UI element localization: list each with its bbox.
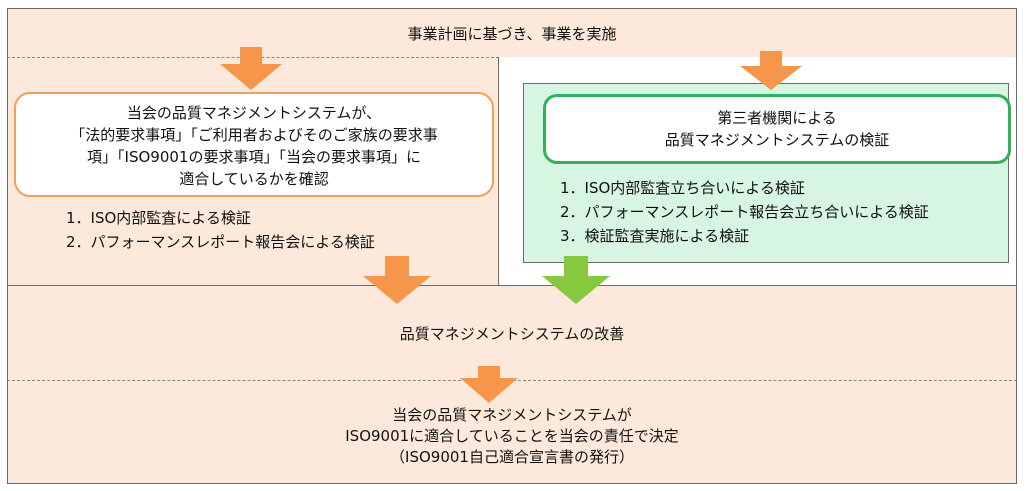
- arrow-down-icon: [740, 51, 802, 90]
- decision-line: ISO9001に適合していることを当会の責任で決定: [345, 427, 679, 445]
- top-step-panel: 事業計画に基づき、事業を実施: [7, 8, 1017, 58]
- third-party-list: 1．ISO内部監査立ち合いによる検証 2．パフォーマンスレポート報告会立ち合いに…: [560, 176, 1008, 248]
- improve-step-text: 品質マネジメントシステムの改善: [399, 324, 625, 343]
- decision-line: 当会の品質マネジメントシステムが: [392, 406, 632, 424]
- internal-check-list: 1．ISO内部監査による検証 2．パフォーマンスレポート報告会による検証: [66, 206, 486, 254]
- internal-box-line: 項」「ISO9001の要求事項」「当会の要求事項」に: [87, 148, 421, 166]
- internal-box-line: 当会の品質マネジメントシステムが、: [126, 104, 382, 122]
- decision-line: （ISO9001自己適合宣言書の発行）: [390, 448, 634, 466]
- top-step-text: 事業計画に基づき、事業を実施: [407, 24, 617, 43]
- internal-check-box: 当会の品質マネジメントシステムが、 「法的要求事項」「ご利用者およびそのご家族の…: [14, 92, 494, 197]
- improve-step-panel: 品質マネジメントシステムの改善: [7, 285, 1017, 381]
- list-item: 2．パフォーマンスレポート報告会による検証: [66, 233, 375, 251]
- list-item: 1．ISO内部監査による検証: [66, 209, 251, 227]
- list-item: 2．パフォーマンスレポート報告会立ち合いによる検証: [560, 203, 929, 221]
- third-party-box: 第三者機関による 品質マネジメントシステムの検証: [543, 94, 1011, 164]
- third-party-box-line: 品質マネジメントシステムの検証: [664, 131, 890, 149]
- decision-panel: 当会の品質マネジメントシステムが ISO9001に適合していることを当会の責任で…: [7, 380, 1017, 484]
- list-item: 3．検証監査実施による検証: [560, 227, 750, 245]
- third-party-box-line: 第三者機関による: [717, 109, 837, 127]
- arrow-down-icon: [542, 256, 610, 304]
- internal-box-line: 適合しているかを確認: [179, 170, 329, 188]
- arrow-down-icon: [460, 366, 518, 403]
- arrow-down-icon: [363, 256, 431, 304]
- list-item: 1．ISO内部監査立ち合いによる検証: [560, 179, 805, 197]
- arrow-down-icon: [220, 47, 282, 90]
- internal-box-line: 「法的要求事項」「ご利用者およびそのご家族の要求事: [70, 126, 438, 144]
